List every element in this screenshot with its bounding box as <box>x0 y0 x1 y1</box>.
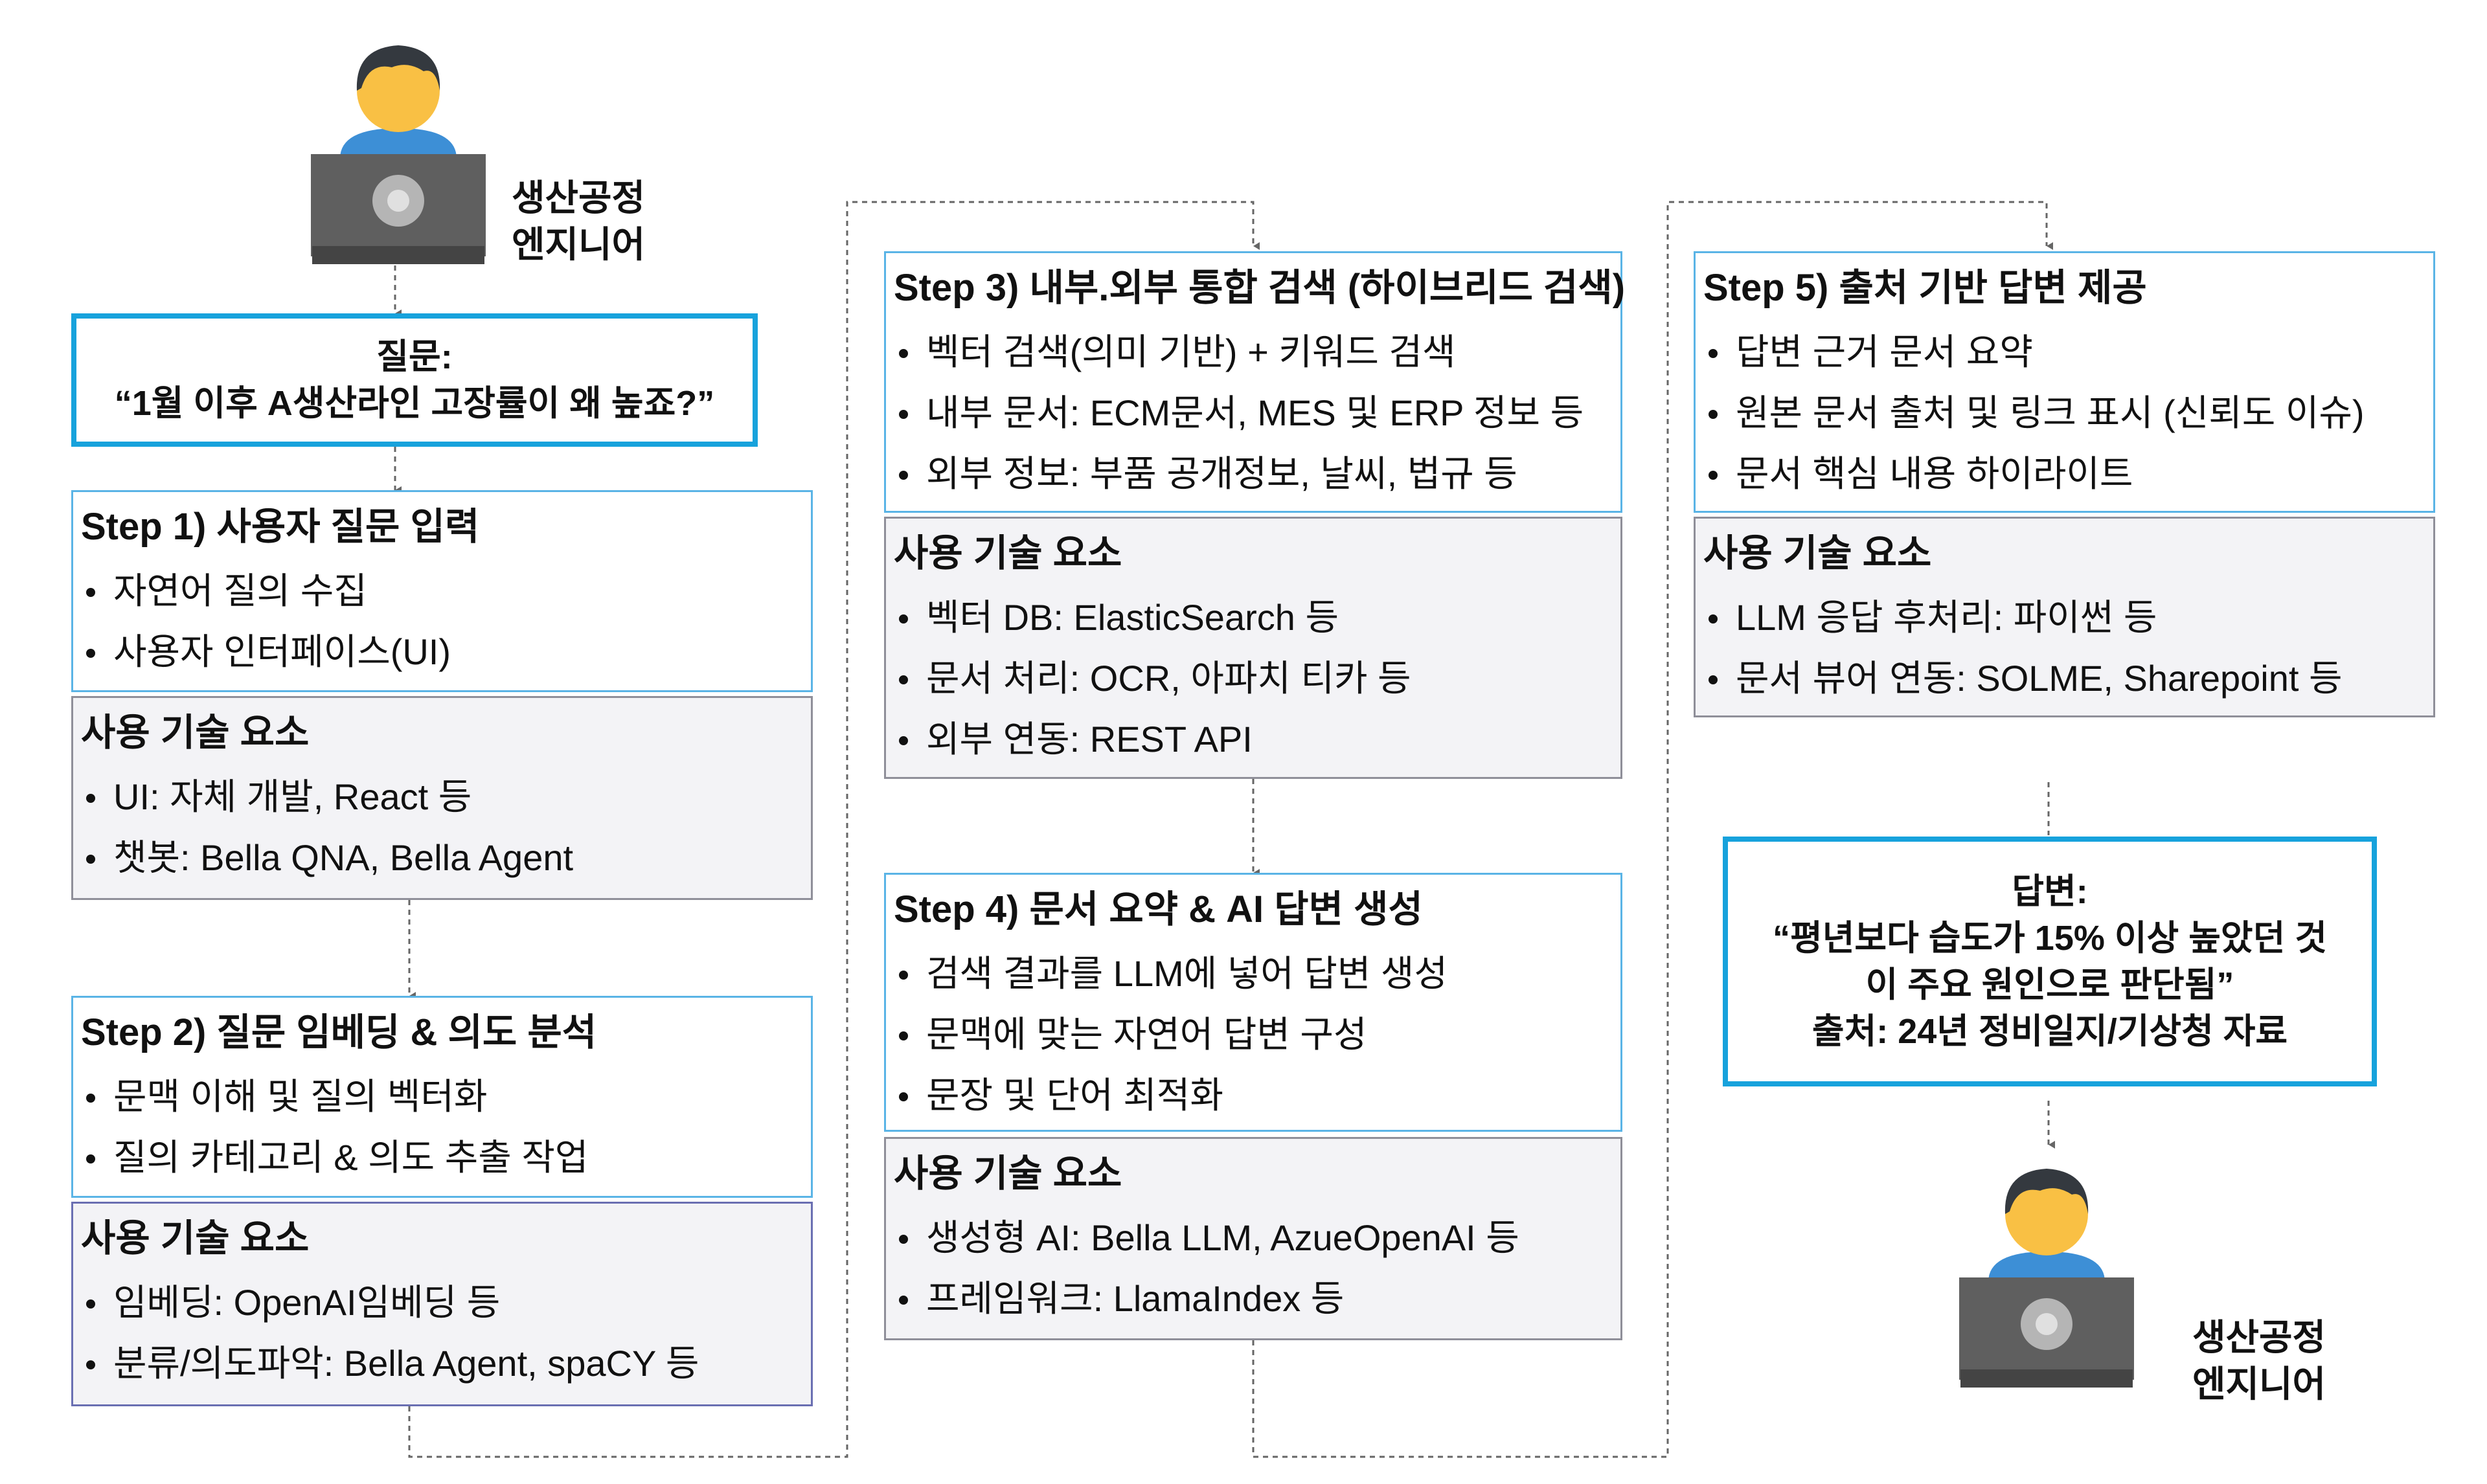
connector-step4-to-step5 <box>1252 201 2053 1458</box>
tech-1-item: UI: 자체 개발, React 등 <box>86 767 803 827</box>
step-3-item: 벡터 검색(의미 기반) + 키워드 검색 <box>899 322 1613 383</box>
answer-callout: 답변: “평년보다 습도가 15% 이상 높았던 것 이 주요 원인으로 판단됨… <box>1723 837 2377 1086</box>
step-1-box: Step 1) 사용자 질문 입력 자연어 질의 수집 사용자 인터페이스(UI… <box>71 490 813 692</box>
answer-source: 출처: 24년 정비일지/기상청 자료 <box>1811 1012 2288 1051</box>
step-3-box: Step 3) 내부.외부 통합 검색 (하이브리드 검색) 벡터 검색(의미 … <box>884 251 1626 513</box>
step-3-item: 외부 정보: 부품 공개정보, 날씨, 법규 등 <box>899 444 1613 504</box>
tech-box-4: 사용 기술 요소 생성형 AI: Bella LLM, AzueOpenAI 등… <box>884 1137 1622 1340</box>
tech-3-item: 외부 연동: REST API <box>899 709 1613 770</box>
tech-2-item: 분류/의도파악: Bella Agent, spaCY 등 <box>86 1333 803 1394</box>
question-label: 질문: <box>376 337 453 376</box>
tech-4-item: 프레임워크: LlamaIndex 등 <box>899 1268 1613 1329</box>
step-4-item: 검색 결과를 LLM에 넣어 답변 생성 <box>899 943 1613 1004</box>
tech-2-title: 사용 기술 요소 <box>81 1217 310 1259</box>
question-text: “1월 이후 A생산라인 고장률이 왜 높죠?” <box>114 384 715 423</box>
tech-box-5: 사용 기술 요소 LLM 응답 후처리: 파이썬 등 문서 뷰어 연동: SOL… <box>1694 517 2435 717</box>
step-5-item: 답변 근거 문서 요약 <box>1709 322 2425 383</box>
engineer-laptop-icon <box>311 45 486 264</box>
question-callout: 질문: “1월 이후 A생산라인 고장률이 왜 높죠?” <box>71 313 758 447</box>
step-5-box: Step 5) 출처 기반 답변 제공 답변 근거 문서 요약 원본 문서 출처… <box>1694 251 2435 513</box>
step-3-title: Step 3) 내부.외부 통합 검색 (하이브리드 검색) <box>894 267 1626 309</box>
step-1-item: 자연어 질의 수집 <box>86 561 803 622</box>
step-2-item: 질의 카테고리 & 의도 추출 작업 <box>86 1127 803 1188</box>
tech-3-item: 벡터 DB: ElasticSearch 등 <box>899 587 1613 648</box>
tech-4-item: 생성형 AI: Bella LLM, AzueOpenAI 등 <box>899 1208 1613 1268</box>
tech-box-2: 사용 기술 요소 임베딩: OpenAI임베딩 등 분류/의도파악: Bella… <box>71 1202 813 1406</box>
tech-box-1: 사용 기술 요소 UI: 자체 개발, React 등 챗봇: Bella QN… <box>71 696 813 900</box>
tech-1-item: 챗봇: Bella QNA, Bella Agent <box>86 827 803 888</box>
step-1-item: 사용자 인터페이스(UI) <box>86 622 803 682</box>
step-4-item: 문장 및 단어 최적화 <box>899 1065 1613 1126</box>
answer-text-line1: “평년보다 습도가 15% 이상 높았던 것 <box>1773 919 2327 958</box>
step-2-box: Step 2) 질문 임베딩 & 의도 분석 문맥 이해 및 질의 벡터화 질의… <box>71 996 813 1198</box>
tech-1-title: 사용 기술 요소 <box>81 712 310 754</box>
tech-3-title: 사용 기술 요소 <box>894 532 1122 574</box>
tech-box-3: 사용 기술 요소 벡터 DB: ElasticSearch 등 문서 처리: O… <box>884 517 1622 779</box>
step-5-item: 문서 핵심 내용 하이라이트 <box>1709 444 2425 504</box>
step-4-box: Step 4) 문서 요약 & AI 답변 생성 검색 결과를 LLM에 넣어 … <box>884 873 1622 1132</box>
tech-5-item: LLM 응답 후처리: 파이썬 등 <box>1709 587 2425 648</box>
step-3-item: 내부 문서: ECM문서, MES 및 ERP 정보 등 <box>899 383 1613 444</box>
engineer-laptop-icon <box>1959 1169 2134 1388</box>
answer-text-line2: 이 주요 원인으로 판단됨” <box>1865 965 2234 1004</box>
connector-step2-to-step3 <box>408 201 1260 1458</box>
tech-3-item: 문서 처리: OCR, 아파치 티카 등 <box>899 648 1613 709</box>
tech-5-title: 사용 기술 요소 <box>1703 532 1932 574</box>
tech-4-title: 사용 기술 요소 <box>894 1152 1122 1195</box>
step-2-title: Step 2) 질문 임베딩 & 의도 분석 <box>81 1011 597 1053</box>
step-5-item: 원본 문서 출처 및 링크 표시 (신뢰도 이슈) <box>1709 383 2425 444</box>
answer-label: 답변: <box>2012 872 2088 911</box>
engineer-label-top: 생산공정 엔지니어 <box>512 177 646 265</box>
step-4-item: 문맥에 맞는 자연어 답변 구성 <box>899 1004 1613 1065</box>
step-2-item: 문맥 이해 및 질의 벡터화 <box>86 1066 803 1127</box>
step-4-title: Step 4) 문서 요약 & AI 답변 생성 <box>894 888 1423 930</box>
step-5-title: Step 5) 출처 기반 답변 제공 <box>1703 267 2147 309</box>
step-1-title: Step 1) 사용자 질문 입력 <box>81 506 480 548</box>
tech-2-item: 임베딩: OpenAI임베딩 등 <box>86 1272 803 1333</box>
tech-5-item: 문서 뷰어 연동: SOLME, Sharepoint 등 <box>1709 648 2425 709</box>
engineer-label-bottom: 생산공정 엔지니어 <box>2192 1317 2326 1404</box>
